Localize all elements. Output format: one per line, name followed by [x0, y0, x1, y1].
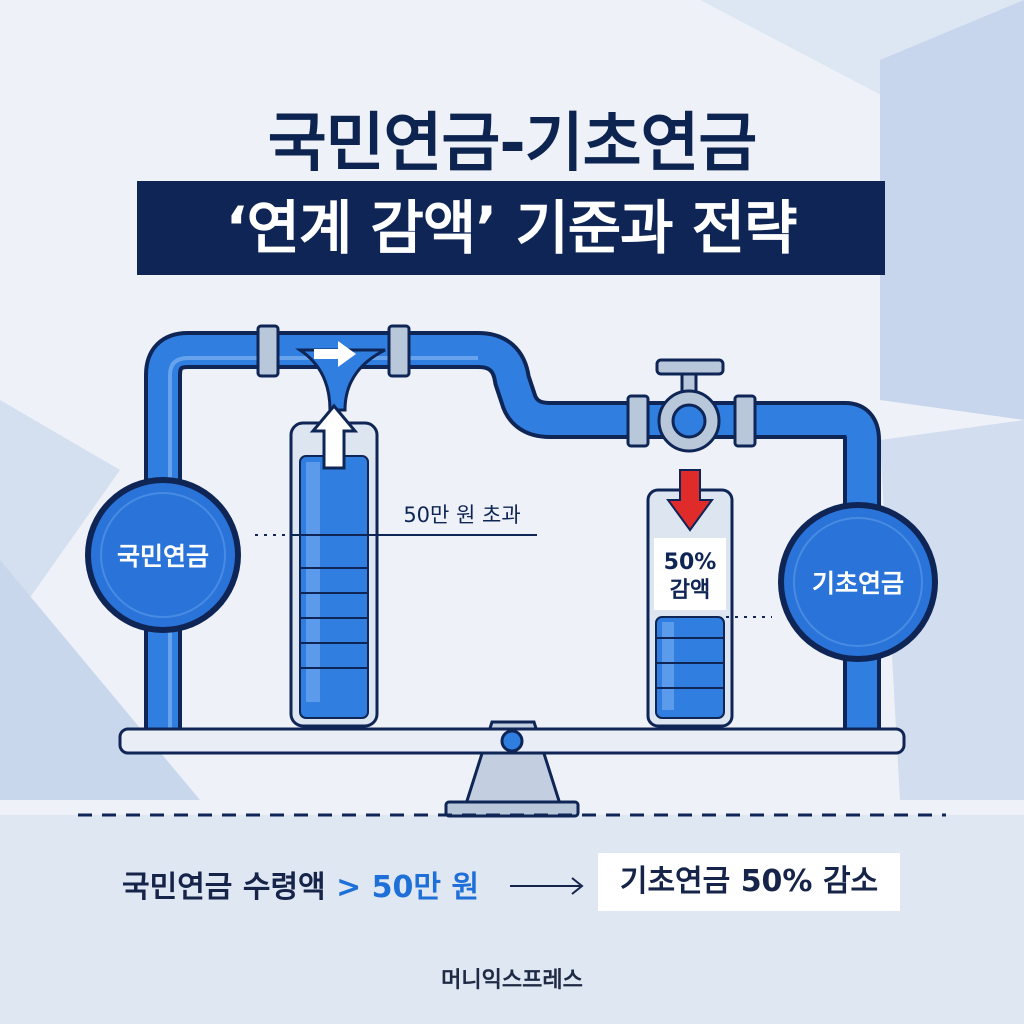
greater-than-symbol: > [336, 870, 362, 905]
threshold-amount: 50만 원 [361, 870, 480, 905]
title-line-1: 국민연금-기초연금 [267, 107, 758, 181]
seesaw-icon [118, 720, 906, 818]
left-circle [85, 477, 241, 633]
result-box: 기초연금 50% 감소 [598, 853, 900, 911]
pipe-system [144, 324, 881, 728]
long-right-arrow-icon [510, 877, 584, 895]
right-tube [646, 488, 772, 728]
left-circle-label: 국민연금 [117, 542, 209, 571]
up-arrow-icon [309, 403, 359, 470]
reduction-label-word: 감액 [670, 578, 710, 603]
reduction-label-percent: 50% [664, 550, 717, 575]
title-line-2: ‘연계 감액’ 기준과 전략 [137, 181, 885, 275]
condition-prefix: 국민연금 수령액 [122, 870, 337, 905]
valve-icon [655, 358, 725, 453]
left-tube [289, 421, 379, 728]
right-arrow-icon [314, 341, 356, 367]
condition-statement: 국민연금 수령액 > 50만 원 [122, 862, 479, 906]
down-arrow-icon [666, 469, 714, 532]
brand-label: 머니익스프레스 [441, 968, 583, 993]
right-circle-label: 기초연금 [812, 569, 904, 598]
right-circle [778, 502, 938, 662]
threshold-label: 50만 원 초과 [403, 503, 520, 527]
